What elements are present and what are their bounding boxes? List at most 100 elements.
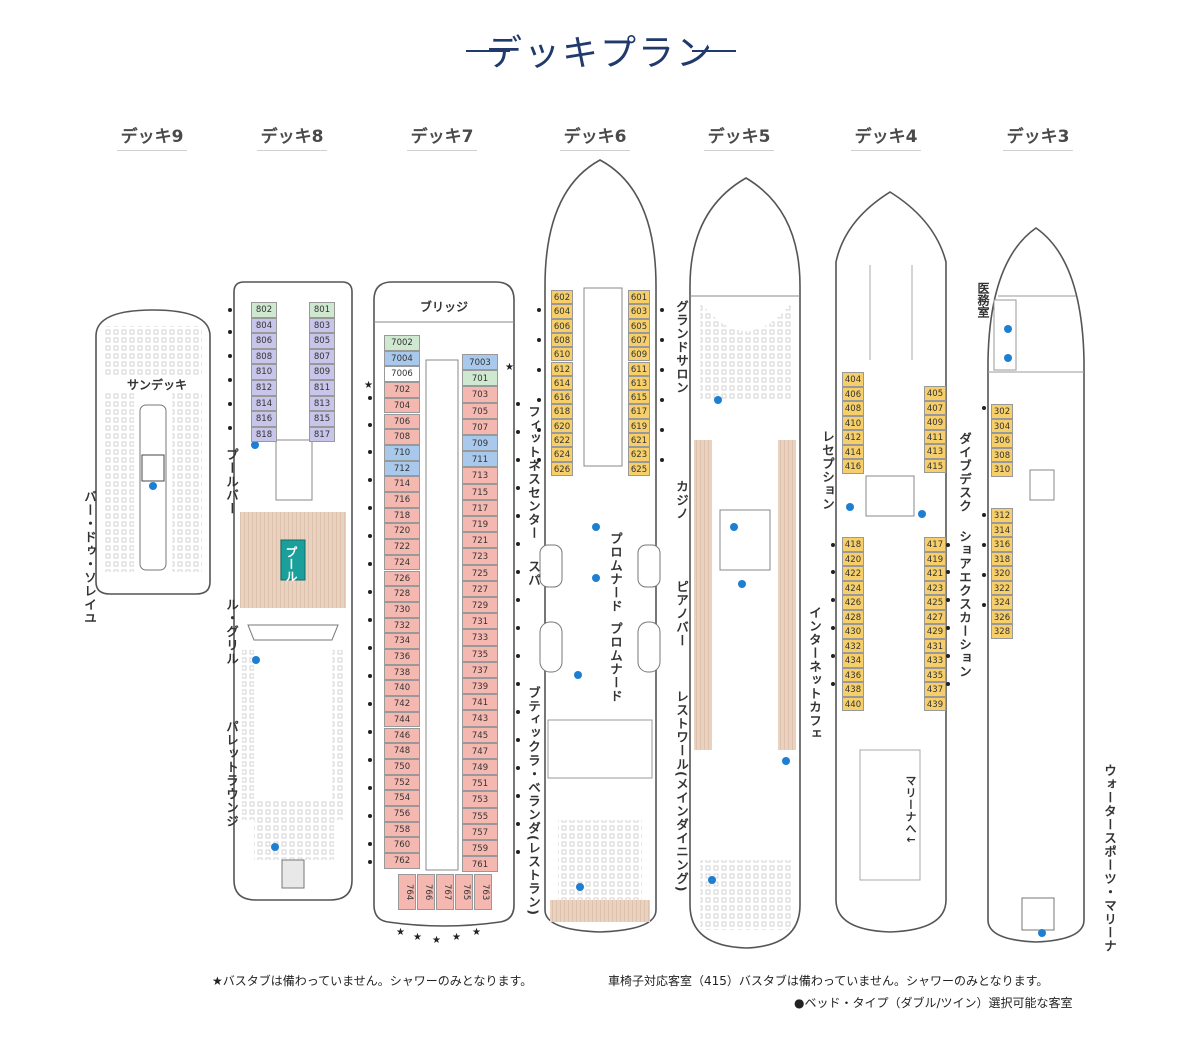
- cabin-704[interactable]: 704: [384, 397, 420, 414]
- cabin-808[interactable]: 808: [251, 348, 277, 365]
- cabin-759[interactable]: 759: [462, 840, 498, 857]
- cabin-706[interactable]: 706: [384, 413, 420, 430]
- deck-label-8[interactable]: デッキ8: [237, 122, 347, 151]
- cabin-7002[interactable]: 7002: [384, 335, 420, 351]
- cabin-614[interactable]: 614: [551, 375, 573, 391]
- cabin-752[interactable]: 752: [384, 774, 420, 791]
- cabin-424[interactable]: 424: [842, 580, 864, 595]
- cabin-7003[interactable]: 7003: [462, 354, 498, 371]
- cabin-602[interactable]: 602: [551, 290, 573, 305]
- cabin-818[interactable]: 818: [251, 426, 277, 443]
- cabin-405[interactable]: 405: [924, 386, 946, 401]
- cabin-811[interactable]: 811: [309, 380, 335, 396]
- cabin-763[interactable]: 763: [474, 874, 492, 910]
- cabin-733[interactable]: 733: [462, 629, 498, 646]
- cabin-414[interactable]: 414: [842, 444, 864, 459]
- cabin-721[interactable]: 721: [462, 532, 498, 549]
- cabin-302[interactable]: 302: [991, 404, 1013, 419]
- cabin-715[interactable]: 715: [462, 483, 498, 500]
- cabin-435[interactable]: 435: [924, 667, 946, 682]
- cabin-420[interactable]: 420: [842, 551, 864, 566]
- cabin-725[interactable]: 725: [462, 564, 498, 581]
- cabin-731[interactable]: 731: [462, 613, 498, 630]
- cabin-411[interactable]: 411: [924, 429, 946, 444]
- cabin-749[interactable]: 749: [462, 759, 498, 776]
- cabin-304[interactable]: 304: [991, 418, 1013, 433]
- cabin-406[interactable]: 406: [842, 386, 864, 401]
- cabin-306[interactable]: 306: [991, 433, 1013, 448]
- cabin-608[interactable]: 608: [551, 332, 573, 348]
- cabin-623[interactable]: 623: [628, 447, 650, 462]
- cabin-418[interactable]: 418: [842, 537, 864, 552]
- cabin-738[interactable]: 738: [384, 664, 420, 681]
- cabin-742[interactable]: 742: [384, 696, 420, 712]
- cabin-743[interactable]: 743: [462, 710, 498, 727]
- cabin-618[interactable]: 618: [551, 404, 573, 419]
- cabin-754[interactable]: 754: [384, 790, 420, 806]
- cabin-716[interactable]: 716: [384, 492, 420, 508]
- cabin-426[interactable]: 426: [842, 595, 864, 610]
- cabin-762[interactable]: 762: [384, 853, 420, 869]
- cabin-766[interactable]: 766: [417, 874, 435, 910]
- cabin-440[interactable]: 440: [842, 696, 864, 711]
- cabin-436[interactable]: 436: [842, 667, 864, 682]
- cabin-316[interactable]: 316: [991, 537, 1013, 552]
- cabin-417[interactable]: 417: [924, 537, 946, 552]
- cabin-726[interactable]: 726: [384, 570, 420, 587]
- cabin-730[interactable]: 730: [384, 601, 420, 618]
- cabin-747[interactable]: 747: [462, 742, 498, 759]
- cabin-320[interactable]: 320: [991, 566, 1013, 581]
- cabin-750[interactable]: 750: [384, 758, 420, 775]
- cabin-807[interactable]: 807: [309, 348, 335, 365]
- cabin-324[interactable]: 324: [991, 595, 1013, 610]
- cabin-756[interactable]: 756: [384, 806, 420, 822]
- cabin-308[interactable]: 308: [991, 447, 1013, 462]
- cabin-722[interactable]: 722: [384, 539, 420, 555]
- cabin-611[interactable]: 611: [628, 361, 650, 376]
- cabin-802[interactable]: 802: [251, 302, 277, 318]
- cabin-328[interactable]: 328: [991, 624, 1013, 639]
- cabin-720[interactable]: 720: [384, 523, 420, 540]
- cabin-816[interactable]: 816: [251, 411, 277, 427]
- cabin-624[interactable]: 624: [551, 447, 573, 462]
- cabin-416[interactable]: 416: [842, 459, 864, 474]
- cabin-616[interactable]: 616: [551, 390, 573, 405]
- cabin-607[interactable]: 607: [628, 332, 650, 348]
- cabin-803[interactable]: 803: [309, 317, 335, 334]
- cabin-322[interactable]: 322: [991, 580, 1013, 595]
- cabin-439[interactable]: 439: [924, 696, 946, 711]
- cabin-727[interactable]: 727: [462, 580, 498, 597]
- cabin-712[interactable]: 712: [384, 460, 420, 477]
- cabin-724[interactable]: 724: [384, 554, 420, 571]
- deck-label-7[interactable]: デッキ7: [387, 122, 497, 151]
- cabin-410[interactable]: 410: [842, 415, 864, 430]
- cabin-765[interactable]: 765: [455, 874, 473, 910]
- cabin-433[interactable]: 433: [924, 653, 946, 668]
- cabin-437[interactable]: 437: [924, 682, 946, 697]
- cabin-709[interactable]: 709: [462, 435, 498, 452]
- cabin-326[interactable]: 326: [991, 609, 1013, 624]
- cabin-423[interactable]: 423: [924, 580, 946, 595]
- cabin-753[interactable]: 753: [462, 791, 498, 808]
- cabin-605[interactable]: 605: [628, 318, 650, 333]
- cabin-415[interactable]: 415: [924, 458, 946, 473]
- cabin-758[interactable]: 758: [384, 821, 420, 838]
- cabin-434[interactable]: 434: [842, 653, 864, 668]
- cabin-617[interactable]: 617: [628, 404, 650, 419]
- cabin-719[interactable]: 719: [462, 516, 498, 533]
- cabin-619[interactable]: 619: [628, 418, 650, 433]
- cabin-814[interactable]: 814: [251, 395, 277, 412]
- cabin-625[interactable]: 625: [628, 461, 650, 476]
- cabin-761[interactable]: 761: [462, 856, 498, 873]
- cabin-318[interactable]: 318: [991, 551, 1013, 566]
- cabin-813[interactable]: 813: [309, 395, 335, 412]
- cabin-604[interactable]: 604: [551, 304, 573, 319]
- cabin-764[interactable]: 764: [398, 874, 416, 910]
- cabin-745[interactable]: 745: [462, 726, 498, 743]
- cabin-610[interactable]: 610: [551, 347, 573, 362]
- cabin-413[interactable]: 413: [924, 444, 946, 459]
- cabin-708[interactable]: 708: [384, 429, 420, 445]
- cabin-810[interactable]: 810: [251, 364, 277, 380]
- cabin-609[interactable]: 609: [628, 347, 650, 362]
- cabin-714[interactable]: 714: [384, 476, 420, 492]
